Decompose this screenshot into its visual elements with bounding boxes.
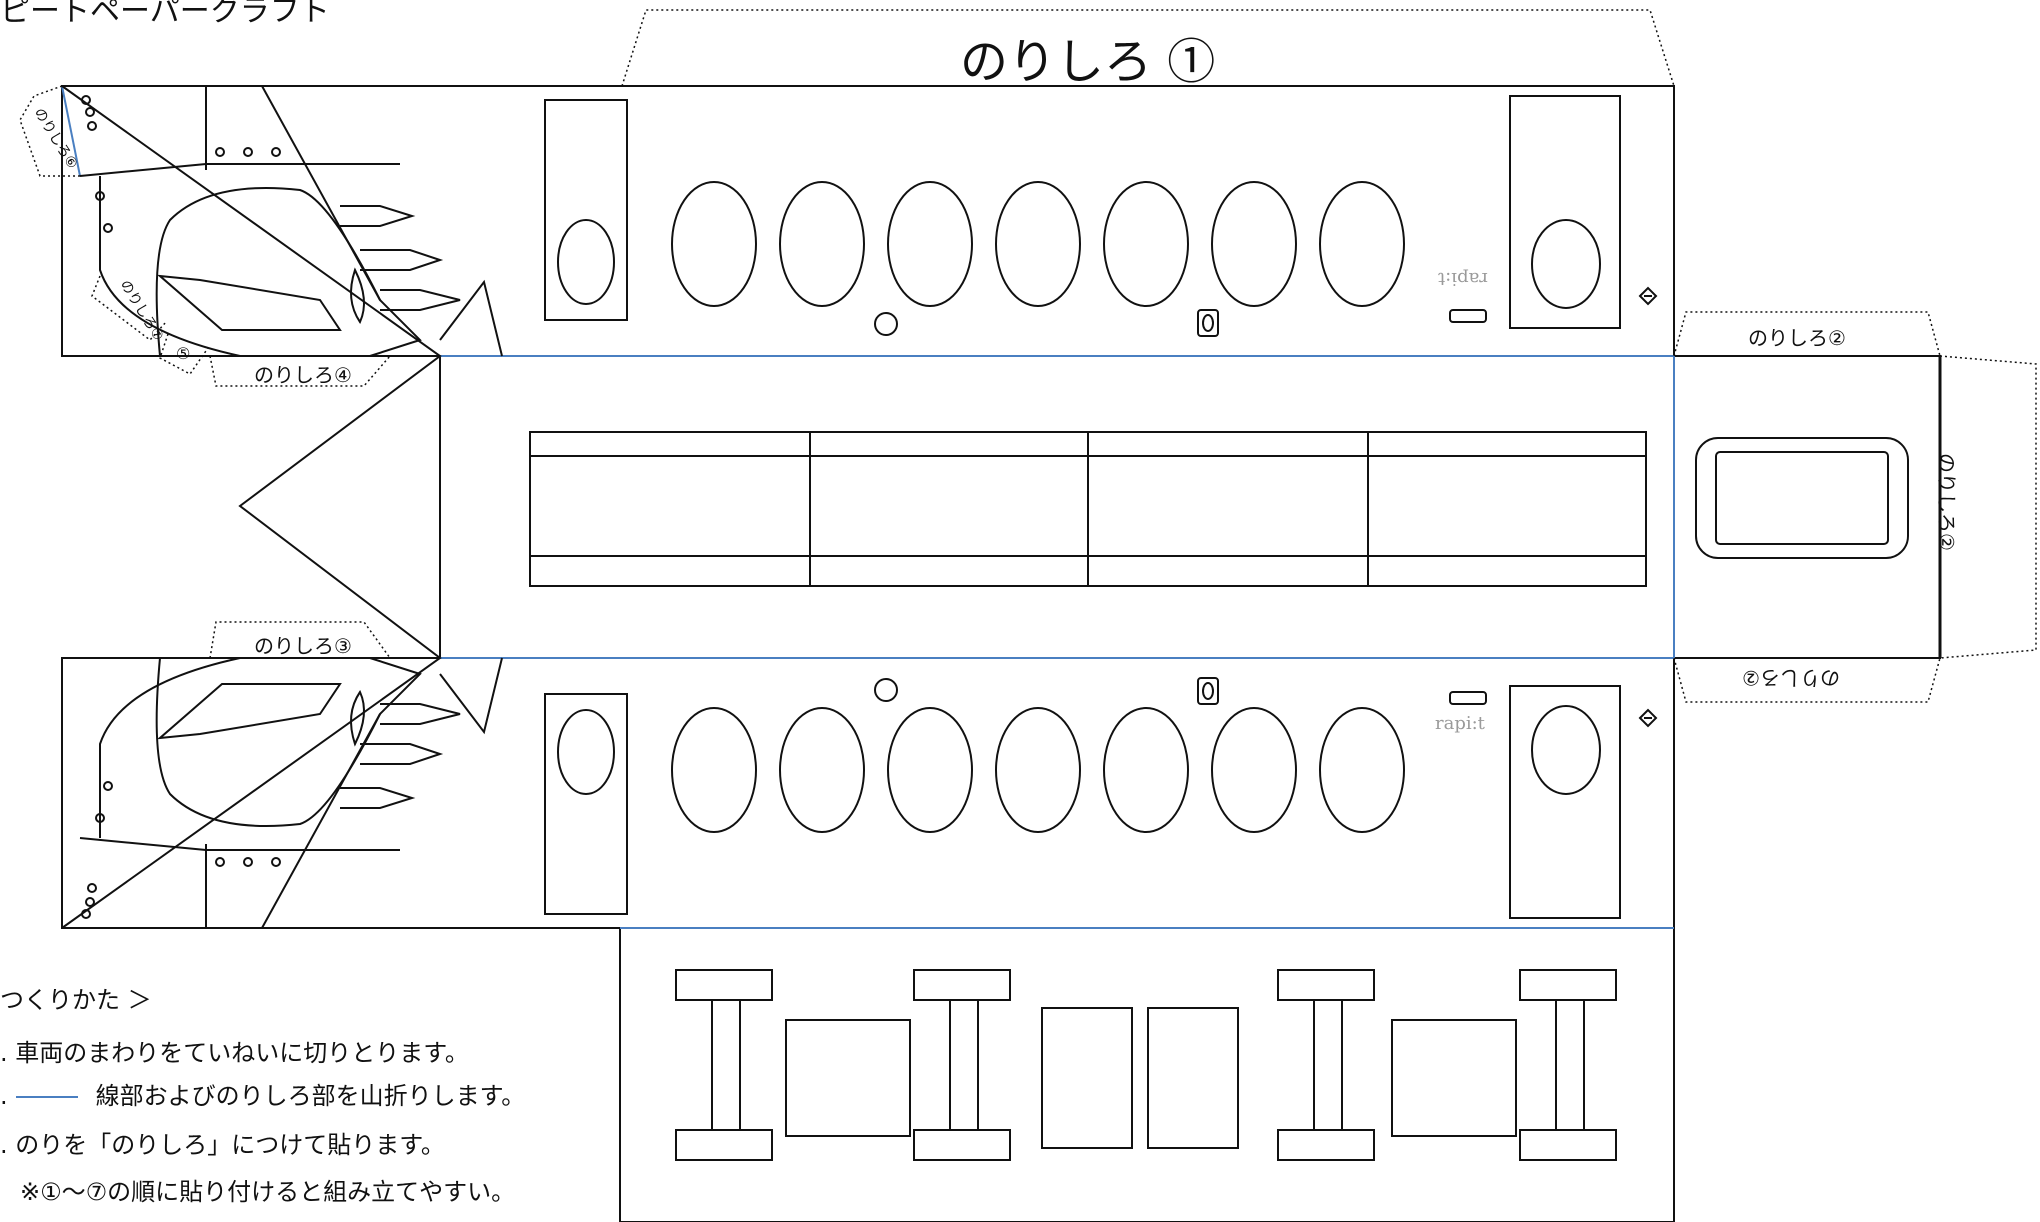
nose-outline bbox=[61, 85, 442, 929]
roof-vents bbox=[529, 431, 1647, 587]
instructions-heading: つくりかた ＞ bbox=[0, 986, 152, 1014]
logo-text-top: rapi:t bbox=[1438, 268, 1488, 289]
instruction-note: ※①～⑦の順に貼り付けると組み立てやすい。 bbox=[20, 1178, 516, 1206]
instruction-step-1-text: 車両のまわりをていねいに切りとります。 bbox=[15, 1039, 469, 1067]
glue-tab-2-label-bottom: のりしろ② bbox=[1742, 666, 1840, 690]
top-side-panel bbox=[61, 85, 1675, 357]
top-nose-detail bbox=[79, 85, 503, 357]
page-title: ピートペーパークラフト bbox=[0, 0, 330, 29]
glue-tab-2-top bbox=[1673, 311, 1941, 357]
glue-tab-1-label: のりしろ ① bbox=[960, 34, 1216, 90]
instruction-step-2-prefix: . bbox=[0, 1082, 8, 1110]
glue-tab-4 bbox=[209, 355, 391, 387]
glue-tab-4-label: のりしろ④ bbox=[254, 363, 352, 387]
glue-tab-3-label: のりしろ③ bbox=[254, 634, 352, 658]
instruction-step-1: . 車両のまわりをていねいに切りとります。 bbox=[0, 1039, 469, 1067]
glue-tab-1 bbox=[621, 9, 1675, 87]
logo-text-bottom: rapi:t bbox=[1435, 713, 1485, 734]
glue-tab-5 bbox=[159, 333, 209, 375]
bottom-side-panel bbox=[61, 657, 1675, 929]
glue-tab-2-bottom bbox=[1673, 657, 1941, 703]
bottom-windows bbox=[544, 677, 1658, 919]
glue-tab-6 bbox=[19, 85, 80, 177]
end-window bbox=[1695, 437, 1909, 559]
glue-tab-3 bbox=[209, 621, 391, 659]
bottom-nose-detail bbox=[79, 657, 503, 929]
glue-tab-2-label: のりしろ② bbox=[1748, 326, 1846, 350]
top-windows bbox=[544, 95, 1658, 337]
instruction-step-3: . のりを「のりしろ」につけて貼ります。 bbox=[0, 1131, 445, 1159]
floor-bogies bbox=[675, 969, 1617, 1161]
instruction-step-3-text: のりを「のりしろ」につけて貼ります。 bbox=[15, 1131, 445, 1159]
glue-tab-2-label-side: のりしろ② bbox=[1934, 453, 1959, 551]
instruction-step-2: . 線部およびのりしろ部を山折りします。 bbox=[0, 1076, 525, 1111]
glue-tab-2-right bbox=[1939, 355, 2037, 659]
fold-line-legend bbox=[15, 1096, 78, 1098]
end-panel bbox=[1673, 355, 1941, 659]
instruction-step-2-text: 線部およびのりしろ部を山折りします。 bbox=[95, 1082, 526, 1110]
glue-tab-5-label: ⑤ bbox=[176, 344, 191, 363]
roof-panel bbox=[439, 355, 1675, 659]
